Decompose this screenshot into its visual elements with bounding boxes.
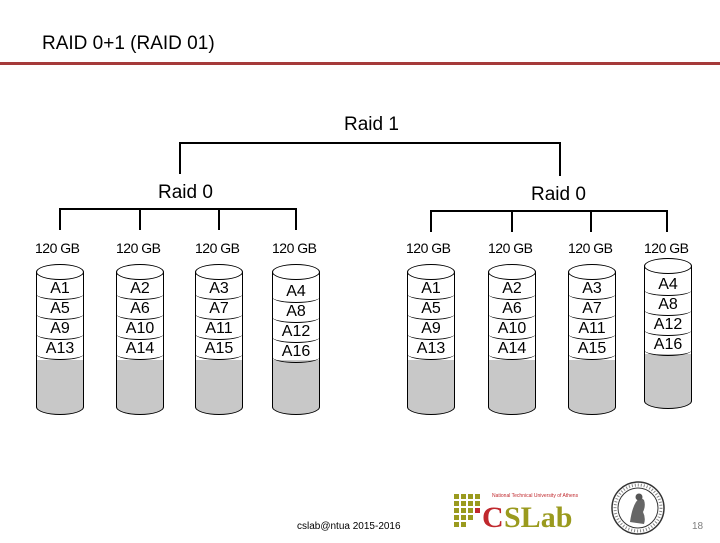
raid0-left-drop-3 [218, 208, 220, 230]
disk-cylinder: A3 A7 A11 A15 [568, 264, 616, 415]
disk-block: A7 [568, 300, 616, 320]
raid1-left-drop [179, 142, 181, 174]
disk-block: A5 [36, 300, 84, 320]
disk-block: A4 [272, 283, 320, 303]
ntua-seal [610, 478, 666, 538]
disk-block: A6 [488, 300, 536, 320]
cslab-logo-graphic: National Technical University of Athens … [454, 493, 579, 534]
ntua-seal-graphic [611, 481, 665, 535]
disk-block: A11 [195, 320, 243, 340]
disk-top [195, 264, 243, 280]
disk-top [488, 264, 536, 280]
disk-top [36, 264, 84, 280]
disk-block: A3 [568, 280, 616, 300]
raid0-right-drop-2 [511, 210, 513, 232]
disk-block: A12 [272, 323, 320, 343]
disk-block: A14 [116, 340, 164, 360]
disk-block: A9 [36, 320, 84, 340]
cslab-logo: National Technical University of Athens … [452, 488, 596, 534]
disk-capacity-label: 120 GB [488, 240, 533, 256]
raid0-right-bus-line [430, 210, 668, 212]
raid0-left-label: Raid 0 [158, 182, 213, 203]
raid0-left-bus-line [59, 208, 297, 210]
raid1-label: Raid 1 [344, 114, 399, 135]
disk-capacity-label: 120 GB [35, 240, 80, 256]
raid0-left-drop-4 [295, 208, 297, 230]
disk-block: A15 [568, 340, 616, 360]
raid0-right-label: Raid 0 [531, 184, 586, 205]
disk-block: A2 [488, 280, 536, 300]
title-divider [0, 62, 720, 65]
disk-block: A7 [195, 300, 243, 320]
disk-capacity-label: 120 GB [272, 240, 317, 256]
disk-block: A16 [644, 336, 692, 356]
disk-cylinder: A1 A5 A9 A13 [36, 264, 84, 415]
disk-cylinder: A2 A6 A10 A14 [116, 264, 164, 415]
disk-capacity-label: 120 GB [116, 240, 161, 256]
disk-block: A13 [36, 340, 84, 360]
disk-cylinder: A4 A8 A12 A16 [272, 264, 320, 415]
disk-cylinder: A4 A8 A12 A16 [644, 258, 692, 409]
slide-title: RAID 0+1 (RAID 01) [42, 33, 215, 54]
disk-block: A14 [488, 340, 536, 360]
disk-block: A8 [272, 303, 320, 323]
disk-capacity-label: 120 GB [195, 240, 240, 256]
svg-text:National Technical University: National Technical University of Athens [492, 493, 579, 499]
disk-top [644, 258, 692, 274]
disk-block: A4 [644, 276, 692, 296]
disk-top [407, 264, 455, 280]
disk-cylinder: A3 A7 A11 A15 [195, 264, 243, 415]
page-number: 18 [692, 521, 704, 532]
disk-block: A10 [488, 320, 536, 340]
disk-block: A11 [568, 320, 616, 340]
disk-block: A3 [195, 280, 243, 300]
disk-block: A6 [116, 300, 164, 320]
disk-block: A12 [644, 316, 692, 336]
disk-cylinder: A2 A6 A10 A14 [488, 264, 536, 415]
disk-block: A5 [407, 300, 455, 320]
svg-text:SLab: SLab [504, 501, 572, 530]
disk-block: A1 [407, 280, 455, 300]
disk-top [272, 264, 320, 280]
raid0-right-drop-1 [430, 210, 432, 232]
disk-block: A10 [116, 320, 164, 340]
raid0-left-drop-2 [139, 208, 141, 230]
raid1-right-drop [559, 142, 561, 176]
disk-cylinder: A1 A5 A9 A13 [407, 264, 455, 415]
disk-capacity-label: 120 GB [644, 240, 689, 256]
disk-block: A9 [407, 320, 455, 340]
disk-block: A15 [195, 340, 243, 360]
disk-capacity-label: 120 GB [406, 240, 451, 256]
raid0-right-drop-4 [666, 210, 668, 232]
raid0-left-drop-1 [59, 208, 61, 230]
svg-text:C: C [482, 501, 504, 530]
disk-block: A13 [407, 340, 455, 360]
disk-top [116, 264, 164, 280]
footer-text: cslab@ntua 2015-2016 [297, 521, 401, 532]
raid1-bus-line [179, 142, 561, 144]
disk-block: A16 [272, 343, 320, 363]
raid0-right-drop-3 [590, 210, 592, 232]
disk-block: A1 [36, 280, 84, 300]
disk-block: A2 [116, 280, 164, 300]
disk-block: A8 [644, 296, 692, 316]
disk-capacity-label: 120 GB [568, 240, 613, 256]
disk-top [568, 264, 616, 280]
